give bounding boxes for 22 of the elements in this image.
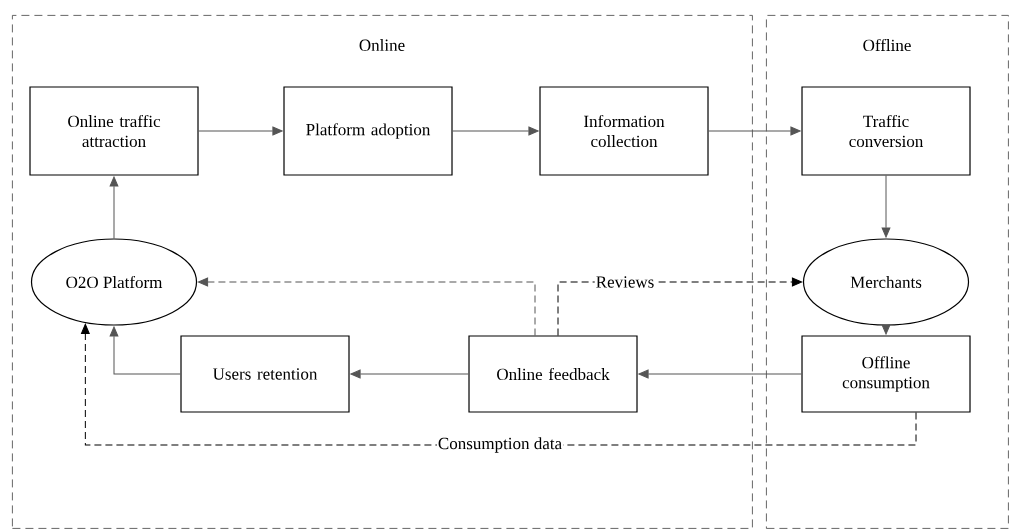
- arrow: [350, 369, 469, 379]
- process-box: Information collection: [539, 86, 709, 176]
- arrow: [198, 126, 283, 136]
- arrow: [881, 175, 891, 238]
- edge-label: Reviews: [594, 275, 656, 289]
- arrow: [638, 369, 802, 379]
- arrow: [109, 326, 181, 375]
- arrow: [197, 277, 536, 336]
- arrow: [452, 126, 539, 136]
- process-box: Online feedback: [468, 335, 638, 413]
- region-label: Online: [359, 39, 405, 51]
- process-box: Traffic conversion: [801, 86, 971, 176]
- process-box: Offline consumption: [801, 335, 971, 413]
- edge-label: Consumption data: [436, 436, 564, 454]
- arrow: [80, 323, 917, 446]
- process-box: Platform adoption: [283, 86, 453, 176]
- arrow: [708, 126, 801, 136]
- arrow: [109, 176, 119, 239]
- region-label: Offline: [863, 38, 911, 52]
- process-box: Users retention: [180, 335, 350, 413]
- arrow: [881, 324, 891, 335]
- process-box: Online traffic attraction: [29, 86, 199, 176]
